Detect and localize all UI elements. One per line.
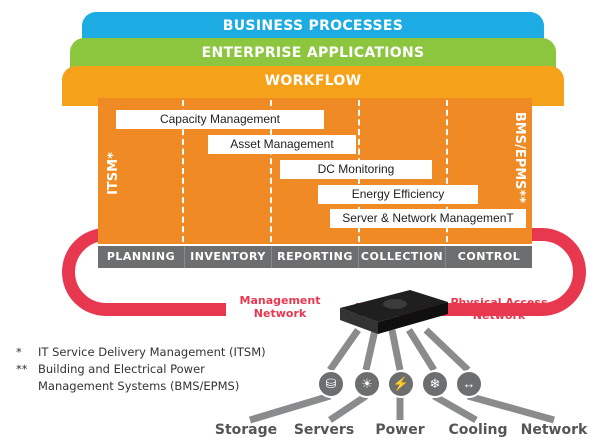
footnote-1: * IT Service Delivery Management (ITSM) xyxy=(16,345,266,359)
storage-icon: ⛁ xyxy=(317,370,345,398)
stage-reporting: REPORTING xyxy=(272,246,359,268)
stage-bar: PLANNING INVENTORY REPORTING COLLECTION … xyxy=(98,246,532,268)
stage-planning: PLANNING xyxy=(98,246,185,268)
footnote-2: ** Building and Electrical Power xyxy=(16,362,205,376)
power-icon: ⚡ xyxy=(387,370,415,398)
workflow-label: WORKFLOW xyxy=(264,73,362,89)
divider-1 xyxy=(182,100,184,242)
appliance-icon xyxy=(340,290,448,334)
category-servers-label: Servers xyxy=(293,422,355,438)
category-storage-label: Storage xyxy=(214,422,278,438)
ring-gap xyxy=(226,290,356,320)
footnote-1-marker: * xyxy=(16,345,22,359)
physical-access-network-label: Physical Access Network xyxy=(450,296,548,322)
divider-4 xyxy=(446,100,448,242)
connector-lines xyxy=(248,327,555,424)
category-power-label: Power xyxy=(375,422,425,438)
category-network-label: Network xyxy=(520,422,588,438)
stage-inventory: INVENTORY xyxy=(185,246,272,268)
cooling-icon: ❄ xyxy=(421,370,449,398)
business-processes-label: BUSINESS PROCESSES xyxy=(222,18,404,34)
function-asset-management: Asset Management xyxy=(208,135,356,154)
footnote-3-text: Management Systems (BMS/EPMS) xyxy=(38,379,240,393)
function-server-network-management: Server & Network ManagemenT xyxy=(330,209,526,228)
network-icon: ↔ xyxy=(455,370,483,398)
divider-2 xyxy=(270,100,272,242)
footnote-1-text: IT Service Delivery Management (ITSM) xyxy=(38,345,266,359)
function-energy-efficiency: Energy Efficiency xyxy=(318,185,478,204)
footnote-2-marker: ** xyxy=(16,362,28,376)
function-capacity-management: Capacity Management xyxy=(116,110,324,129)
enterprise-applications-label: ENTERPRISE APPLICATIONS xyxy=(201,45,425,61)
footnote-2-text: Building and Electrical Power xyxy=(38,362,205,376)
management-network-label: Management Network xyxy=(239,294,321,320)
servers-icon: ☀ xyxy=(353,370,381,398)
category-cooling-label: Cooling xyxy=(448,422,508,438)
stage-control: CONTROL xyxy=(457,250,521,263)
footnote-3: Management Systems (BMS/EPMS) xyxy=(16,379,239,393)
stage-collection: COLLECTION xyxy=(359,246,446,268)
function-dc-monitoring: DC Monitoring xyxy=(280,160,432,179)
